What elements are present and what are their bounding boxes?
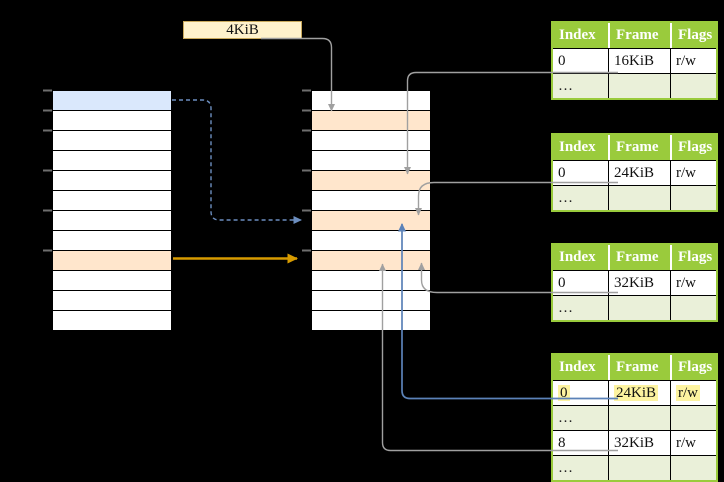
table-cell: 16KiB <box>608 48 670 73</box>
left-column-cell-10 <box>53 291 171 311</box>
middle-column-cell-4 <box>312 171 430 191</box>
table-cell: 32KiB <box>608 270 670 295</box>
page-size-label-box: 4KiB <box>183 21 302 39</box>
table2-header-flags: Flags <box>670 135 716 160</box>
table-cell <box>670 405 716 430</box>
mapping-table-1: Index Frame Flags 0 16KiB r/w … <box>551 21 718 100</box>
table-cell: 0 <box>553 270 608 295</box>
middle-column-cell-7 <box>312 231 430 251</box>
middle-memory-column <box>311 90 431 331</box>
table-cell: r/w <box>670 270 716 295</box>
left-column-cell-6 <box>53 211 171 231</box>
table-cell: r/w <box>670 430 716 455</box>
table-cell: r/w <box>670 380 716 405</box>
table-cell <box>608 455 670 480</box>
table-cell: r/w <box>670 160 716 185</box>
table2-header-index: Index <box>553 135 608 160</box>
table-cell: r/w <box>670 48 716 73</box>
table-cell <box>608 73 670 98</box>
middle-column-cell-9 <box>312 271 430 291</box>
highlighted-value: 24KiB <box>614 385 659 401</box>
middle-column-cell-2 <box>312 131 430 151</box>
table-cell: 24KiB <box>608 380 670 405</box>
mapping-table-4: Index Frame Flags 0 24KiB r/w … 8 32KiB … <box>551 353 718 482</box>
left-column-cell-0 <box>53 91 171 111</box>
left-column-cell-2 <box>53 131 171 151</box>
table1-header-index: Index <box>553 23 608 48</box>
table-cell: 0 <box>553 160 608 185</box>
table-cell <box>670 185 716 210</box>
table-cell <box>670 295 716 320</box>
highlighted-value: 0 <box>558 385 570 401</box>
table3-header-frame: Frame <box>608 245 670 270</box>
middle-column-cell-6 <box>312 211 430 231</box>
table-cell: … <box>553 295 608 320</box>
table-cell: … <box>553 185 608 210</box>
middle-column-cell-0 <box>312 91 430 111</box>
middle-column-cell-3 <box>312 151 430 171</box>
table1-header-frame: Frame <box>608 23 670 48</box>
table4-header-index: Index <box>553 355 608 380</box>
table1-header-flags: Flags <box>670 23 716 48</box>
middle-column-cell-5 <box>312 191 430 211</box>
left-column-cell-7 <box>53 231 171 251</box>
left-column-cell-5 <box>53 191 171 211</box>
middle-column-cell-1 <box>312 111 430 131</box>
table-cell: … <box>553 73 608 98</box>
table-cell <box>608 405 670 430</box>
left-column-cell-4 <box>53 171 171 191</box>
left-column-cell-8 <box>53 251 171 271</box>
middle-column-cell-11 <box>312 311 430 330</box>
highlighted-value: r/w <box>676 385 700 401</box>
table-cell: 0 <box>553 380 608 405</box>
left-column-cell-1 <box>53 111 171 131</box>
table2-header-frame: Frame <box>608 135 670 160</box>
left-column-cell-3 <box>53 151 171 171</box>
table3-header-index: Index <box>553 245 608 270</box>
middle-column-cell-10 <box>312 291 430 311</box>
table-cell <box>608 185 670 210</box>
table3-header-flags: Flags <box>670 245 716 270</box>
table-cell <box>670 73 716 98</box>
middle-column-cell-8 <box>312 251 430 271</box>
left-column-cell-9 <box>53 271 171 291</box>
mapping-table-3: Index Frame Flags 0 32KiB r/w … <box>551 243 718 322</box>
arrow-leftcell0-to-frame6-dashed <box>172 99 302 224</box>
left-memory-column <box>52 90 172 331</box>
table-cell <box>608 295 670 320</box>
table-cell: … <box>553 455 608 480</box>
table-cell: 0 <box>553 48 608 73</box>
table-cell: 32KiB <box>608 430 670 455</box>
table-cell: 24KiB <box>608 160 670 185</box>
page-size-label: 4KiB <box>226 22 259 38</box>
table-cell: 8 <box>553 430 608 455</box>
table4-header-flags: Flags <box>670 355 716 380</box>
table-cell: … <box>553 405 608 430</box>
table4-header-frame: Frame <box>608 355 670 380</box>
left-column-cell-11 <box>53 311 171 330</box>
table-cell <box>670 455 716 480</box>
mapping-table-2: Index Frame Flags 0 24KiB r/w … <box>551 133 718 212</box>
